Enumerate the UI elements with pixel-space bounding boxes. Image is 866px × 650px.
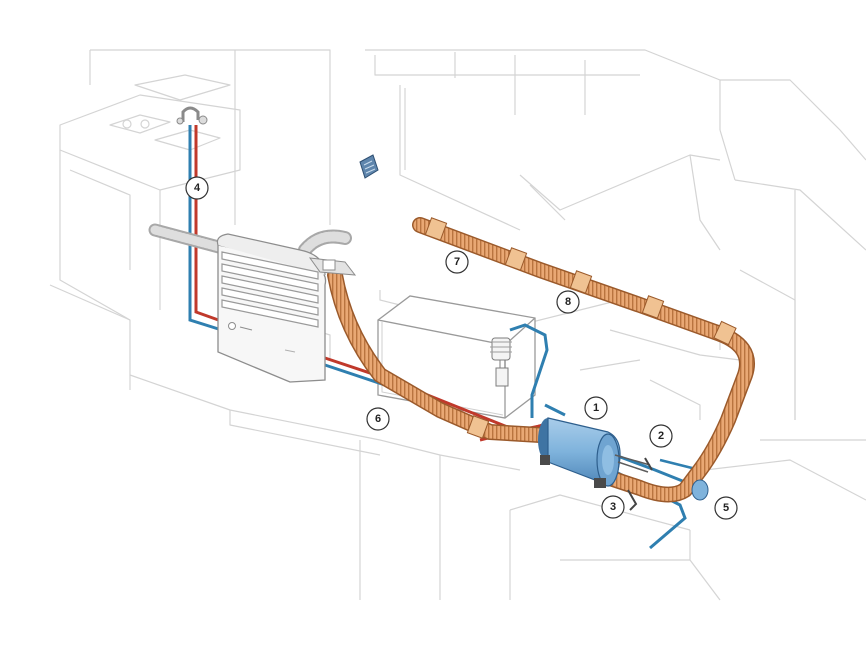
air-outlet-icon xyxy=(216,233,357,383)
svg-text:4: 4 xyxy=(194,182,201,194)
svg-text:7: 7 xyxy=(454,256,460,268)
svg-text:6: 6 xyxy=(375,413,381,425)
roof-vent-icon xyxy=(359,154,379,179)
svg-text:5: 5 xyxy=(723,502,729,514)
water-tank-icon xyxy=(377,295,536,419)
air-duct xyxy=(148,217,755,503)
heater-icon xyxy=(538,417,709,511)
callout-5: 5 xyxy=(714,496,738,520)
callout-6: 6 xyxy=(366,407,390,431)
callout-3: 3 xyxy=(601,495,625,519)
callout-8: 8 xyxy=(556,290,580,314)
vehicle-interior-outline xyxy=(49,49,866,601)
tap-icon xyxy=(176,106,208,125)
callout-4: 4 xyxy=(185,176,209,200)
svg-text:2: 2 xyxy=(658,430,664,442)
callout-1: 1 xyxy=(584,396,608,420)
svg-text:8: 8 xyxy=(565,296,571,308)
svg-text:1: 1 xyxy=(593,402,599,414)
svg-text:3: 3 xyxy=(610,501,616,513)
callout-7: 7 xyxy=(445,250,469,274)
callout-2: 2 xyxy=(649,424,673,448)
